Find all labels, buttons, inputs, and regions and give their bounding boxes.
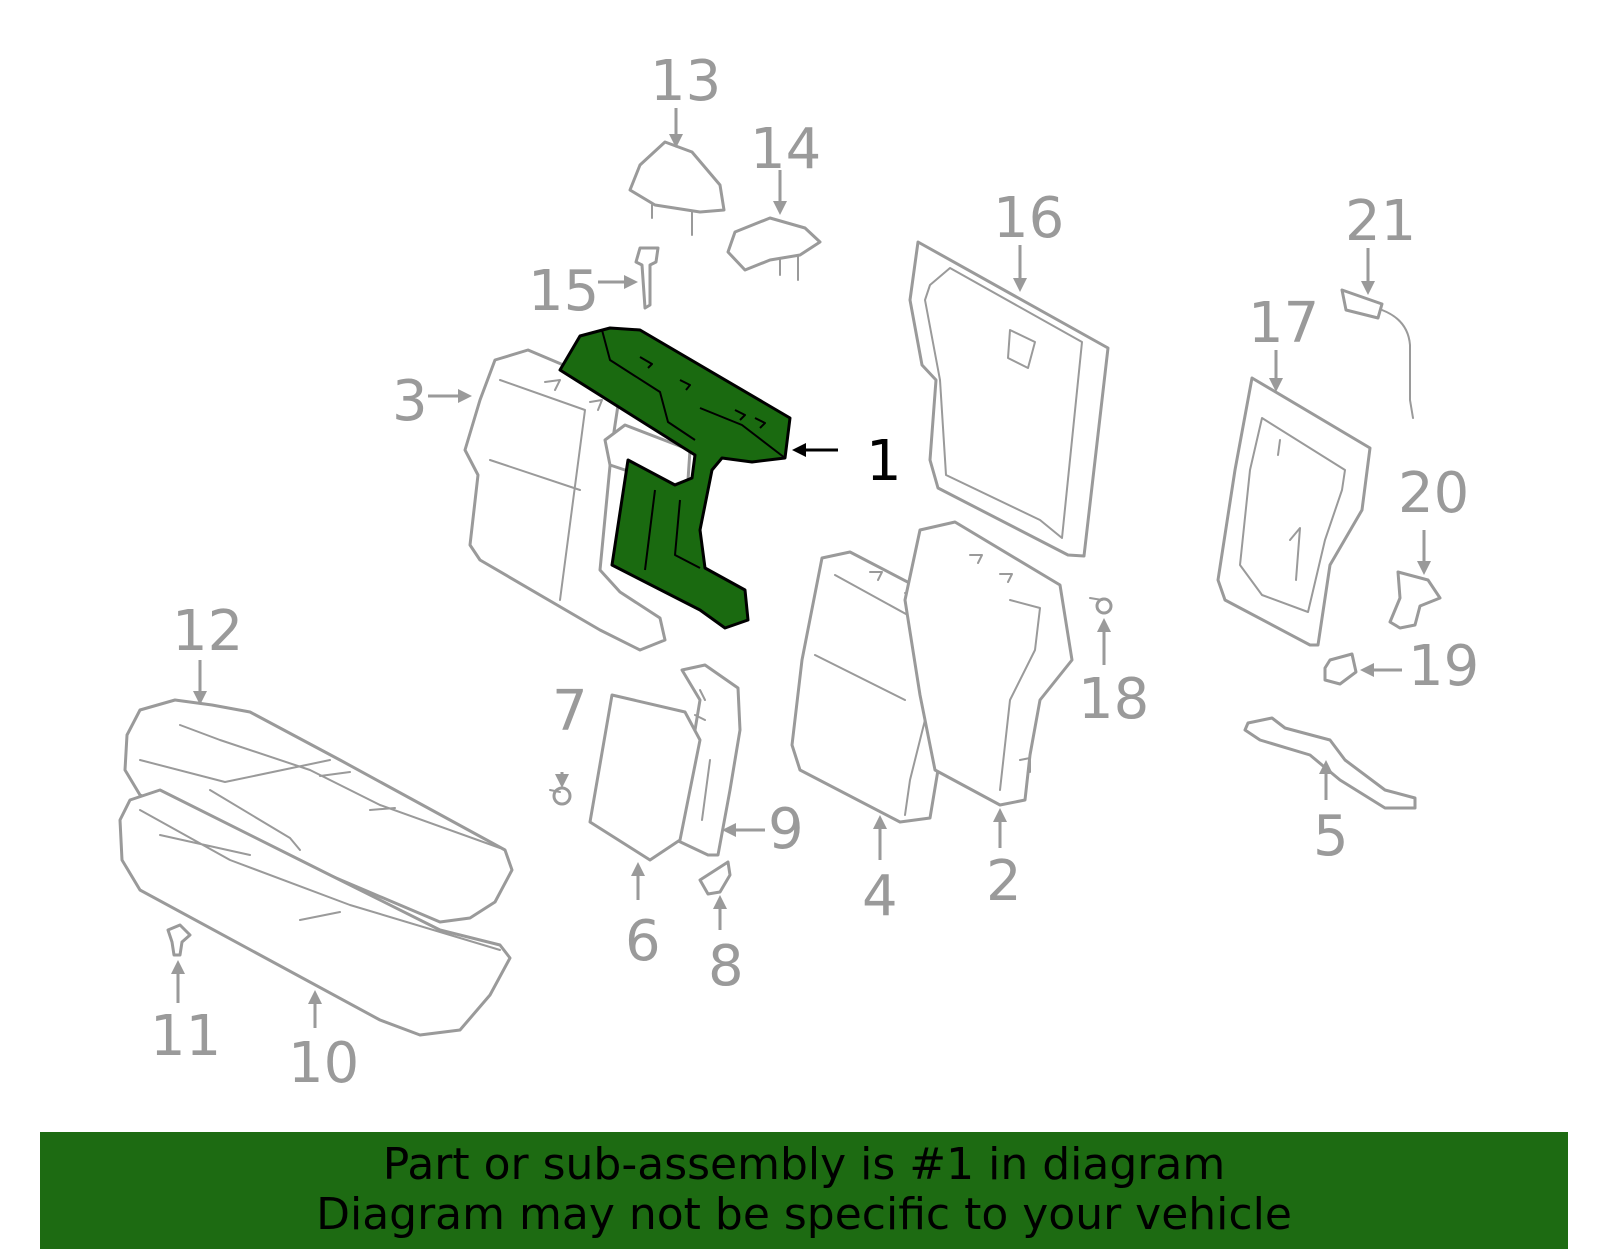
- part-2-seatback[interactable]: [903, 520, 1074, 807]
- part-10-cushion-frame[interactable]: [118, 788, 512, 1037]
- leader-13: [669, 108, 683, 148]
- callout-11[interactable]: 11: [150, 1004, 221, 1069]
- callout-9[interactable]: 9: [768, 797, 804, 862]
- part-5-rod[interactable]: [1243, 716, 1417, 810]
- callout-5[interactable]: 5: [1313, 804, 1349, 869]
- banner-line-2: Diagram may not be specific to your vehi…: [316, 1189, 1292, 1240]
- leader-8: [713, 895, 727, 930]
- banner-line-1: Part or sub-assembly is #1 in diagram: [382, 1139, 1226, 1190]
- part-16-panel[interactable]: [908, 240, 1110, 558]
- part-20-bracket[interactable]: [1388, 570, 1442, 630]
- part-11-clip[interactable]: [166, 923, 192, 957]
- callout-19[interactable]: 19: [1408, 634, 1479, 699]
- leader-15: [598, 275, 638, 289]
- callout-13[interactable]: 13: [650, 49, 721, 114]
- leader-12: [193, 660, 207, 705]
- leader-21: [1361, 248, 1375, 295]
- callout-3[interactable]: 3: [392, 369, 428, 434]
- callout-16[interactable]: 16: [993, 186, 1064, 251]
- part-15-guide[interactable]: [634, 246, 660, 310]
- part-14-headrest[interactable]: [726, 216, 822, 281]
- part-6-pad[interactable]: [588, 693, 702, 862]
- part-8-bracket[interactable]: [698, 860, 732, 896]
- leader-1: [792, 443, 838, 457]
- notice-banner: Part or sub-assembly is #1 in diagram Di…: [40, 1132, 1568, 1249]
- callout-7[interactable]: 7: [552, 679, 588, 744]
- callout-leaders: [171, 108, 1431, 1028]
- callout-12[interactable]: 12: [172, 599, 243, 664]
- leader-5: [1319, 760, 1333, 800]
- leader-19: [1360, 663, 1402, 677]
- leader-18: [1097, 618, 1111, 665]
- part-1-seatback-frame[interactable]: [558, 326, 792, 630]
- leader-9: [722, 823, 765, 837]
- callout-8[interactable]: 8: [708, 934, 744, 999]
- leader-10: [308, 990, 322, 1028]
- part-19-clip[interactable]: [1323, 652, 1358, 686]
- leader-17: [1269, 350, 1283, 392]
- part-9-panel[interactable]: [670, 663, 742, 857]
- part-12-cushion[interactable]: [123, 698, 514, 924]
- callout-6[interactable]: 6: [625, 909, 661, 974]
- callout-1[interactable]: 1: [866, 429, 902, 494]
- leader-4: [873, 815, 887, 860]
- part-7-bolt[interactable]: [549, 786, 572, 806]
- leader-14: [773, 170, 787, 215]
- callout-17[interactable]: 17: [1248, 291, 1319, 356]
- callout-labels: 1 2 3 4 5 6 7 8 9 10 11 12 13 14 15 16 1…: [150, 49, 1479, 1096]
- leader-2: [993, 808, 1007, 848]
- callout-14[interactable]: 14: [750, 117, 821, 182]
- callout-20[interactable]: 20: [1398, 461, 1469, 526]
- leader-7: [555, 772, 569, 788]
- part-18-bolt[interactable]: [1089, 597, 1113, 615]
- callout-15[interactable]: 15: [528, 259, 599, 324]
- callout-4[interactable]: 4: [862, 864, 898, 929]
- leader-11: [171, 960, 185, 1003]
- part-21-cable[interactable]: [1340, 288, 1414, 419]
- leader-20: [1417, 530, 1431, 575]
- part-13-headrest[interactable]: [628, 140, 726, 236]
- part-17-panel[interactable]: [1216, 376, 1372, 647]
- leader-16: [1013, 245, 1027, 292]
- callout-18[interactable]: 18: [1078, 667, 1149, 732]
- leader-3: [428, 389, 472, 403]
- callout-10[interactable]: 10: [288, 1031, 359, 1096]
- leader-6: [631, 862, 645, 900]
- callout-2[interactable]: 2: [986, 849, 1022, 914]
- callout-21[interactable]: 21: [1345, 189, 1416, 254]
